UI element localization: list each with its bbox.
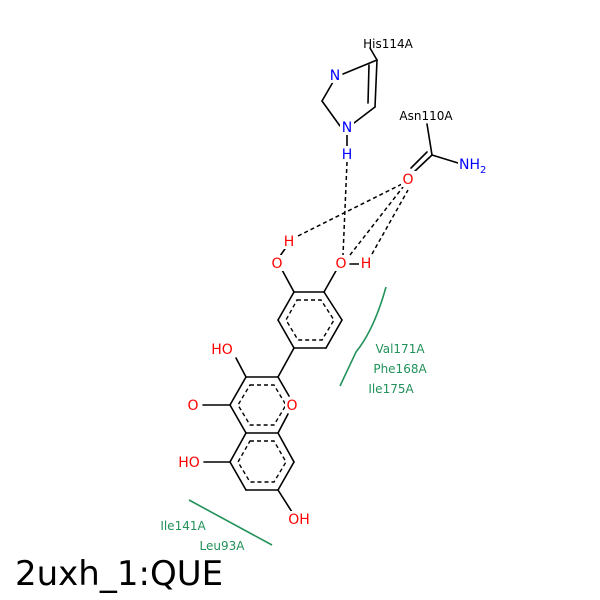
- residue-asn110a-label: Asn110A: [399, 109, 453, 123]
- his-residue: [321, 47, 378, 147]
- his-bond-double-inner: [367, 64, 370, 104]
- bond-c3-oh: [235, 357, 247, 378]
- atom-labels: N N H O NH2 H O O H HO O O HO OH: [175, 67, 488, 528]
- hydrophobic-arc-ile141-leu93: [188, 499, 273, 546]
- keto-o-label: O: [187, 398, 198, 414]
- a-ring-bond-1: [229, 432, 247, 463]
- b-ring-bond-6: [277, 291, 295, 321]
- hbond-his-o4p: [342, 161, 348, 256]
- o3p-label: O: [271, 256, 282, 272]
- residue-leu93a-label: Leu93A: [200, 539, 246, 553]
- a-ring-bond-2: [229, 461, 247, 491]
- residue-ile175a-label: Ile175A: [368, 382, 414, 396]
- residue-his114a-label: His114A: [363, 37, 414, 51]
- asn-attach-bond: [426, 123, 433, 156]
- asn-bond-c-o-double: [410, 151, 428, 169]
- diagram-title: 2uxh_1:QUE: [15, 554, 223, 594]
- his-bond-c-n2: [353, 106, 376, 124]
- c7-oh-label: OH: [288, 512, 310, 528]
- o4p-h-label: H: [361, 256, 372, 272]
- his-h-label: H: [342, 147, 353, 163]
- ligand-bonds: [202, 245, 360, 513]
- c-ring-bond-c4-c4a: [229, 404, 247, 434]
- asn-residue: [410, 123, 459, 173]
- asn-nh2-subscript: 2: [480, 165, 486, 176]
- b-ring-bond-2: [323, 291, 343, 321]
- a-ring-bond-4: [277, 461, 295, 491]
- his-bond-c-n1: [342, 59, 378, 75]
- b-ring-bond-5: [277, 319, 295, 349]
- hbond-h4p-asn: [371, 189, 409, 255]
- bond-c4p-o: [323, 268, 338, 293]
- his-bond-c-n1b: [321, 81, 334, 102]
- asn-nh-text: NH: [459, 157, 480, 173]
- hbond-o4p-asn: [349, 186, 404, 256]
- asn-bond-c-o: [413, 154, 433, 173]
- o3p-h-label: H: [284, 234, 295, 250]
- o4p-label: O: [335, 256, 346, 272]
- asn-bond-c-n: [431, 154, 459, 164]
- b-ring-aromatic: [285, 299, 335, 341]
- residue-phe168a-label: Phe168A: [373, 362, 427, 376]
- asn-o-label: O: [402, 172, 413, 188]
- his-attach-bond: [369, 47, 378, 61]
- ring-o-label: O: [286, 398, 297, 414]
- bond-c7-oh: [277, 489, 293, 513]
- residue-val171a-label: Val171A: [375, 342, 425, 356]
- bond-c3p-o: [280, 267, 295, 293]
- a-ring-bond-5: [277, 432, 295, 463]
- residue-labels: His114A Asn110A Val171A Phe168A Ile175A …: [160, 37, 453, 553]
- residue-ile141a-label: Ile141A: [160, 519, 206, 533]
- c3-ho-label: HO: [211, 342, 233, 358]
- bond-b-c-link: [277, 347, 295, 378]
- c-ring-bond-c3-c4: [229, 376, 247, 406]
- hydrogen-bonds: [297, 161, 409, 256]
- a-ring-aromatic: [237, 440, 287, 483]
- hydrophobic-arc-val-phe-ile175: [339, 286, 387, 387]
- hbond-o3p-asn: [297, 183, 403, 237]
- c5-ho-label: HO: [178, 455, 200, 471]
- c-ring-aromatic: [237, 384, 287, 426]
- c-ring-bond-o1-c2: [277, 376, 290, 397]
- his-bond-n2-c: [321, 100, 341, 127]
- his-n-bottom-label: N: [342, 120, 352, 136]
- his-n-top-label: N: [330, 68, 340, 84]
- b-ring-bond-3: [325, 319, 343, 349]
- hydrophobic-contacts: [188, 286, 387, 546]
- asn-nh2-label: NH2: [459, 157, 486, 176]
- c-ring-bond-c8a-o1: [277, 413, 289, 434]
- his-bond-c-c: [374, 59, 378, 108]
